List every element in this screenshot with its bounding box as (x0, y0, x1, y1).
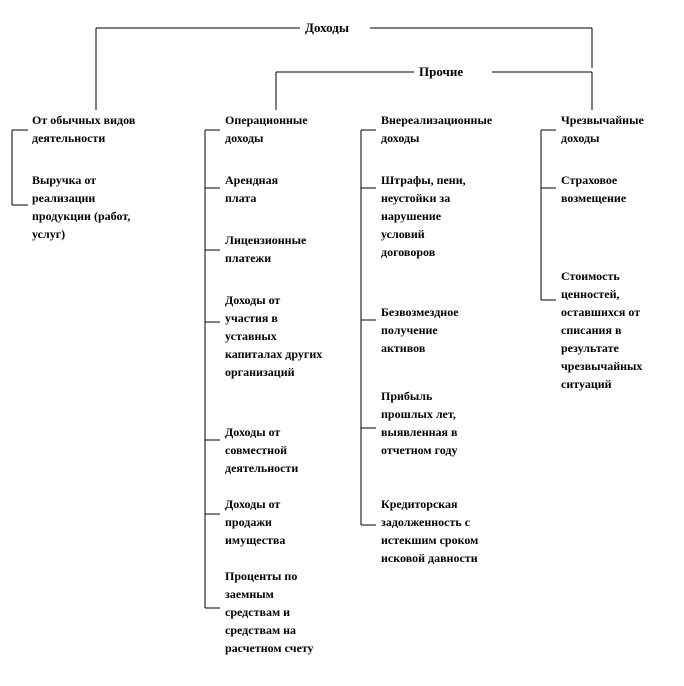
column-ordinary-item: Выручка от реализации продукции (работ, … (32, 173, 131, 241)
column-ordinary-heading: От обычных видов деятельности (32, 113, 136, 145)
column-operating-item: Доходы от совместной деятельности (225, 425, 299, 475)
column-extraordinary-item: Страховое возмещение (561, 173, 627, 205)
column-non-operating-item: Кредиторская задолженность с истекшим ср… (381, 497, 479, 565)
column-extraordinary-heading: Чрезвычайные доходы (561, 113, 644, 145)
other-income-node-title: Прочие (417, 63, 466, 81)
column-non-operating-item: Штрафы, пени, неустойки за нарушение усл… (381, 173, 466, 259)
column-operating-item: Лицензионные платежи (225, 233, 307, 265)
column-operating-item: Проценты по заемным средствам и средства… (225, 569, 314, 655)
column-operating-heading: Операционные доходы (225, 113, 308, 145)
column-extraordinary-item: Стоимость ценностей, оставшихся от списа… (561, 269, 643, 391)
root-node-title: Доходы (303, 19, 351, 37)
column-operating-item: Доходы от участия в уставных капиталах д… (225, 293, 323, 379)
column-non-operating-item: Прибыль прошлых лет, выявленная в отчетн… (381, 389, 458, 457)
column-non-operating-heading: Внереализационные доходы (381, 113, 493, 145)
column-operating-item: Доходы от продажи имущества (225, 497, 286, 547)
column-non-operating-item: Безвозмездное получение активов (381, 305, 459, 355)
column-operating-item: Арендная плата (225, 173, 279, 205)
